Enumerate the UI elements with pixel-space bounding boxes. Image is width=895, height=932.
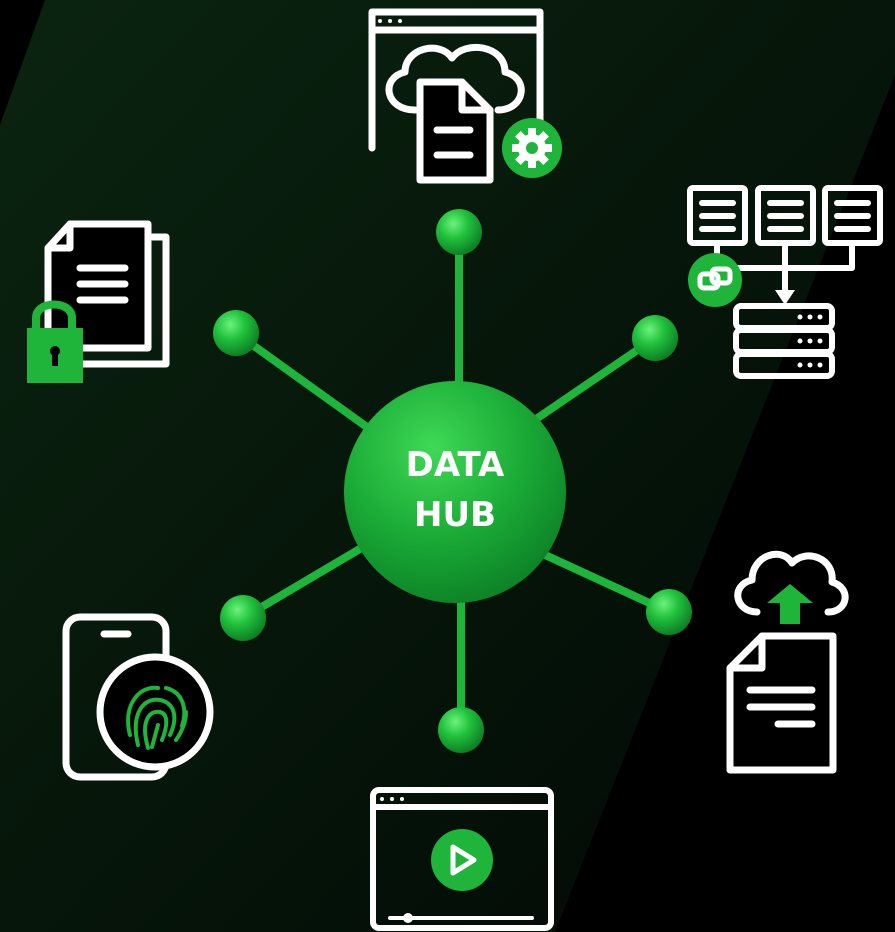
mobile-fingerprint-icon (62, 613, 214, 781)
hub-label: DATA HUB (345, 440, 565, 540)
cloud-document-settings-icon (368, 8, 562, 184)
spoke-bottom-right (526, 544, 673, 616)
node-top-right (632, 315, 678, 361)
locked-documents-icon (27, 220, 170, 383)
node-top-left (213, 310, 259, 356)
hub-circle (344, 381, 566, 603)
node-bottom (438, 707, 484, 753)
spoke-top-right (516, 334, 659, 434)
nodes (213, 209, 692, 753)
node-top (436, 209, 482, 255)
hub-label-line1: DATA (405, 445, 505, 485)
node-bottom-right (646, 589, 692, 635)
video-player-icon (370, 787, 554, 931)
spokes (232, 228, 673, 734)
hub-label-line2: HUB (414, 495, 496, 535)
cloud-upload-document-icon (726, 550, 849, 774)
database-server-sync-icon (687, 185, 883, 379)
spoke-bottom-left (239, 536, 379, 622)
node-bottom-left (220, 595, 266, 641)
spoke-top-left (232, 329, 389, 444)
